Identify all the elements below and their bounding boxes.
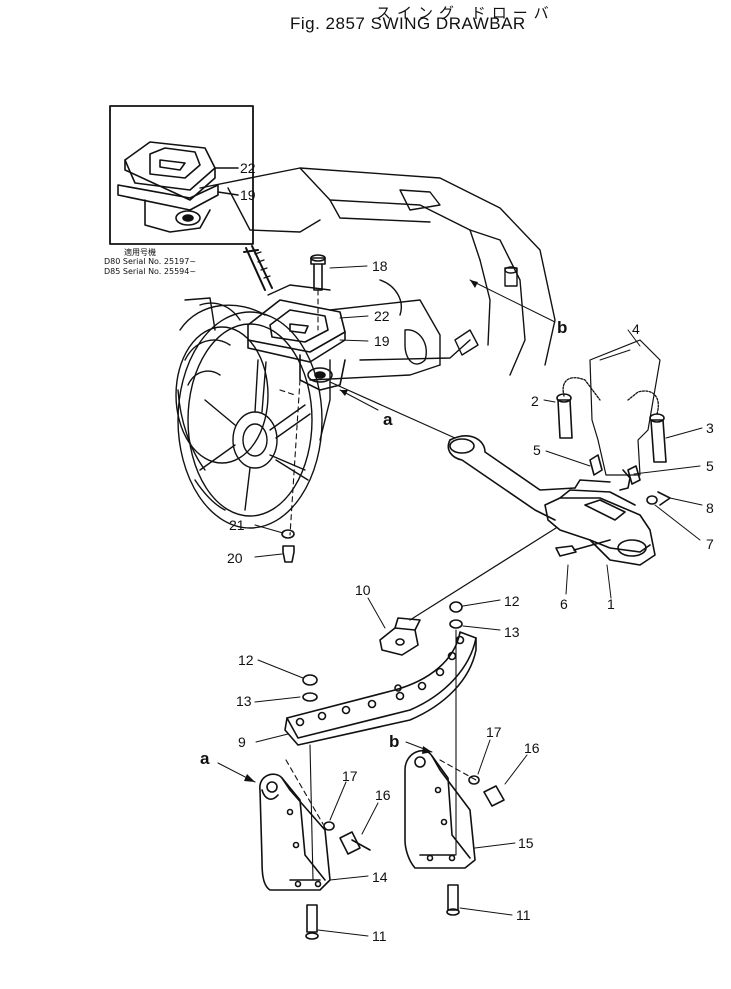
pin-8: [657, 491, 671, 506]
inset-serial-d85: D85 Serial No. 25594~: [104, 267, 197, 276]
leader-lines: [217, 265, 703, 937]
arrow-heads: [244, 280, 478, 782]
inset-applicability-label: 適用号機: [124, 248, 156, 257]
bolt-6-shank: [573, 539, 611, 551]
reference-letters: a a b b: [200, 318, 567, 768]
callout-8: 8: [706, 500, 714, 516]
ref-b-upper: b: [557, 318, 567, 337]
callout-15: 15: [518, 835, 534, 851]
callout-labels: 18 22 19 22 19 2 3 4 5 5 8 7 6 1 21 20 1…: [227, 160, 714, 944]
callout-1: 1: [607, 596, 615, 612]
swivel-bracket-assembly: [247, 254, 346, 391]
figure-title: Fig. 2857 SWING DRAWBAR: [290, 14, 526, 33]
block-10: [379, 617, 421, 656]
lock-pins-with-chain: [556, 339, 667, 491]
callout-14: 14: [372, 869, 388, 885]
callout-20: 20: [227, 550, 243, 566]
callout-5-right: 5: [706, 458, 714, 474]
callout-19-inset: 19: [240, 187, 256, 203]
callout-12-left: 12: [238, 652, 254, 668]
callout-7: 7: [706, 536, 714, 552]
mounting-bracket-15: [404, 750, 476, 869]
alignment-lines: [279, 289, 319, 536]
callout-3: 3: [706, 420, 714, 436]
callout-4: 4: [632, 321, 640, 337]
ref-a-lower: a: [200, 749, 210, 768]
callout-19: 19: [374, 333, 390, 349]
callout-22-inset: 22: [240, 160, 256, 176]
callout-13-left: 13: [236, 693, 252, 709]
bolt-20: [282, 545, 295, 563]
nut-7: [646, 495, 658, 505]
washer-21: [281, 529, 295, 539]
figure-title-japanese: スイング ドローバ: [376, 4, 555, 22]
callout-12-right: 12: [504, 593, 520, 609]
callout-17-left: 17: [342, 768, 358, 784]
nuts-and-washers: [302, 601, 463, 702]
bolt-6: [555, 545, 577, 557]
callout-11-right: 11: [516, 907, 531, 923]
callout-2: 2: [531, 393, 539, 409]
callout-17-right: 17: [486, 724, 502, 740]
ref-a-upper: a: [383, 410, 393, 429]
callout-22: 22: [374, 308, 390, 324]
tractor-rear-frame: [175, 167, 556, 529]
inset-serial-d80: D80 Serial No. 25197~: [104, 257, 197, 266]
callout-11-left: 11: [372, 928, 387, 944]
callout-5-left: 5: [533, 442, 541, 458]
callout-13-right: 13: [504, 624, 520, 640]
mounting-bracket-14: [259, 773, 331, 891]
callout-10: 10: [355, 582, 371, 598]
drawbar-arm: [447, 435, 656, 566]
fasteners: [305, 775, 505, 940]
ref-b-lower: b: [389, 732, 399, 751]
swing-drawbar: [284, 631, 477, 746]
inset-detail: [109, 105, 254, 245]
bracket-alignment: [285, 629, 477, 881]
callout-16-left: 16: [375, 787, 391, 803]
callout-6: 6: [560, 596, 568, 612]
callout-9: 9: [238, 734, 246, 750]
callout-18: 18: [372, 258, 388, 274]
callout-21: 21: [229, 517, 245, 533]
callout-16-right: 16: [524, 740, 540, 756]
